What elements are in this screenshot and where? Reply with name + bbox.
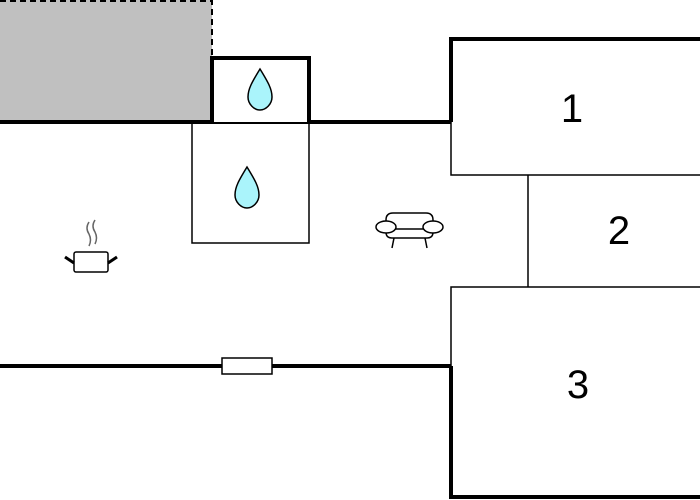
- room-1-label: 1: [561, 87, 583, 131]
- room-3: [449, 366, 700, 499]
- room-3-border: [450, 286, 700, 366]
- cooking-pot-icon: [64, 219, 118, 273]
- water-drop-icon: [247, 67, 273, 111]
- bathroom-large: [191, 122, 310, 244]
- sofa-icon: [375, 212, 444, 249]
- room-3-label: 3: [567, 363, 589, 407]
- window-icon: [221, 357, 273, 375]
- room-1-border: [450, 122, 700, 176]
- room-2-label: 2: [608, 209, 630, 253]
- room-1: [449, 37, 700, 122]
- shaded-area: [0, 0, 212, 122]
- water-drop-icon: [234, 165, 260, 209]
- shaded-area-dashed-border: [0, 0, 213, 60]
